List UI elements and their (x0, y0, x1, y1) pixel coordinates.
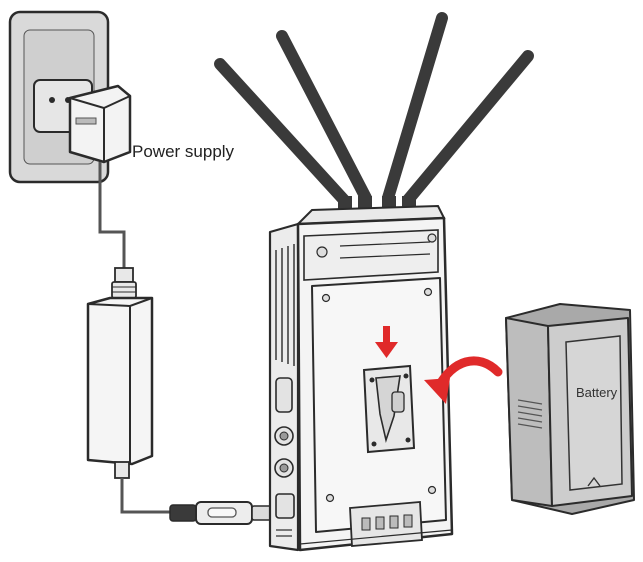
power-adapter-icon (86, 267, 154, 479)
antenna-3 (382, 12, 448, 204)
arrow-curved-icon (424, 356, 503, 404)
dc-cable (120, 478, 172, 514)
v-mount-plate (362, 364, 416, 454)
antenna-2 (276, 30, 372, 204)
antenna-4 (402, 50, 534, 206)
power-cable-upper (98, 162, 126, 268)
battery-connector (349, 501, 423, 547)
wall-plug-icon (68, 84, 132, 164)
battery-icon (505, 303, 635, 515)
antenna-1 (214, 58, 350, 206)
power-supply-label: Power supply (132, 142, 235, 161)
antenna-group (214, 12, 534, 216)
dc-plug-icon (169, 501, 279, 525)
arrow-down-icon (375, 326, 398, 358)
wireless-unit (268, 204, 454, 552)
battery-label: Battery (576, 385, 618, 400)
